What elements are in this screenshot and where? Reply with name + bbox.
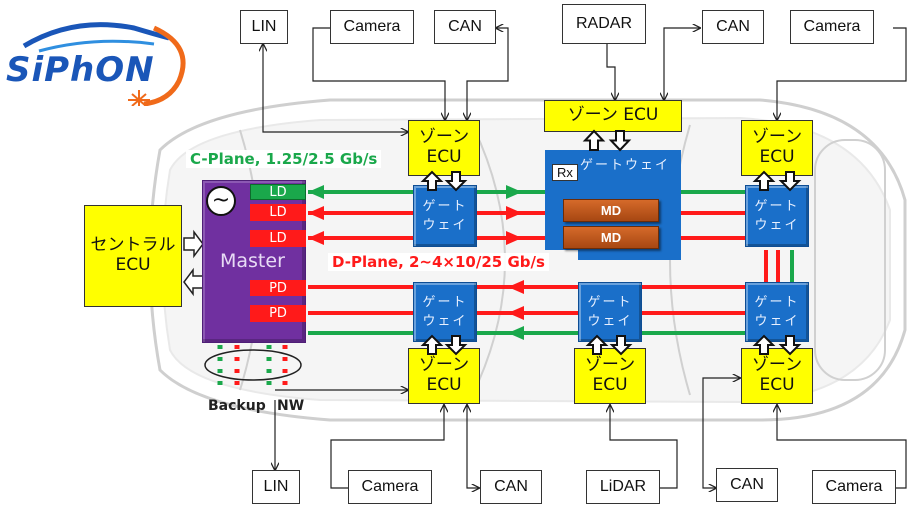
gateway-line2: ウェイ [754, 218, 800, 233]
bottom-lin-box: LIN [252, 470, 300, 504]
ld-tag-3: LD [250, 230, 306, 247]
zone-ecu-top-center[interactable]: ゾーン ECU [544, 100, 682, 132]
bottom-camera-left-box: Camera [348, 470, 432, 504]
bottom-lidar-box: LiDAR [586, 470, 660, 504]
zone-ecu-single-line: ゾーン ECU [567, 105, 659, 126]
arrow-down-icon [444, 171, 468, 192]
oscillator-icon: ~ [206, 186, 236, 216]
arrow-left-icon [183, 267, 204, 297]
logo-text: SiPhON [6, 50, 155, 90]
c-plane-label: C-Plane, 1.25/2.5 Gb/s [186, 150, 382, 168]
zone-ecu-line1: ゾーン [418, 355, 470, 376]
arrow-down-icon [778, 171, 802, 192]
c-plane-arrow-icon [506, 185, 522, 199]
top-radar-box: RADAR [562, 4, 646, 44]
top-can-left-box: CAN [434, 10, 496, 44]
gateway-top-right[interactable]: ゲート ウェイ [745, 185, 809, 247]
gateway-top-left[interactable]: ゲート ウェイ [413, 185, 477, 247]
zone-ecu-top-right[interactable]: ゾーン ECU [741, 120, 813, 176]
ld-tag-1: LD [250, 184, 306, 200]
arrow-up-icon [582, 129, 606, 151]
arrow-down-icon [778, 335, 802, 356]
gateway-bottom-right[interactable]: ゲート ウェイ [745, 282, 809, 342]
arrow-up-icon [585, 334, 609, 355]
zone-ecu-line1: ゾーン [751, 127, 803, 148]
gateway-line1: ゲート [587, 294, 633, 310]
gateway-bottom-center[interactable]: ゲート ウェイ [578, 282, 642, 342]
zone-ecu-line1: ゾーン [751, 355, 803, 376]
top-can-right-box: CAN [702, 10, 764, 44]
pd-tag-2: PD [250, 305, 306, 322]
d-plane-arrow-icon [506, 231, 522, 245]
d-plane-arrow-icon [308, 206, 324, 220]
d-plane-arrow-icon [508, 280, 524, 294]
nw-label: NW [277, 398, 305, 414]
d-plane-arrow-icon [506, 206, 522, 220]
bottom-camera-right-box: Camera [812, 470, 896, 504]
top-lin-box: LIN [240, 10, 288, 44]
zone-ecu-line1: ゾーン [418, 127, 470, 148]
zone-ecu-line2: ECU [759, 147, 795, 167]
backup-label: Backup [208, 398, 266, 414]
c-plane-arrow-icon [508, 326, 524, 340]
arrow-up-icon [752, 334, 776, 355]
zone-ecu-bottom-left[interactable]: ゾーン ECU [408, 348, 480, 404]
gateway-line2: ウェイ [754, 314, 800, 329]
rx-label: Rx [552, 164, 578, 181]
pd-tag-1: PD [250, 280, 306, 296]
arrow-down-icon [609, 335, 633, 356]
zone-ecu-line2: ECU [759, 375, 795, 395]
backup-nw-ellipse [204, 349, 302, 381]
d-plane-arrow-icon [308, 231, 324, 245]
d-plane-arrow-icon [508, 306, 524, 320]
arrow-right-icon [183, 229, 204, 259]
md-module-1: MD [563, 199, 659, 222]
gateway-line1: ゲート [754, 294, 800, 310]
arrow-up-icon [752, 170, 776, 191]
top-camera-right-box: Camera [790, 10, 874, 44]
zone-ecu-line1: ゾーン [584, 355, 636, 376]
master-label: Master [220, 250, 285, 272]
zone-ecu-bottom-right[interactable]: ゾーン ECU [741, 348, 813, 404]
bottom-can-right-box: CAN [716, 468, 778, 502]
zone-ecu-top-left[interactable]: ゾーン ECU [408, 120, 480, 176]
gateway-line2: ウェイ [587, 314, 633, 329]
central-ecu-line1: セントラル [90, 235, 176, 256]
gateway-line2: ウェイ [422, 218, 468, 233]
ld-tag-2: LD [250, 204, 306, 221]
logo-swoosh-icon [22, 22, 186, 106]
top-camera-left-box: Camera [330, 10, 414, 44]
central-gateway-label: ゲートウェイ [580, 158, 671, 173]
siphon-logo: SiPhON [4, 6, 194, 106]
gateway-bottom-left[interactable]: ゲート ウェイ [413, 282, 477, 342]
c-plane-arrow-icon [308, 185, 324, 199]
zone-ecu-line2: ECU [426, 375, 462, 395]
arrow-down-icon [444, 335, 468, 356]
zone-ecu-line2: ECU [426, 147, 462, 167]
zone-ecu-line2: ECU [592, 375, 628, 395]
gateway-line1: ゲート [422, 294, 468, 310]
zone-ecu-bottom-center[interactable]: ゾーン ECU [574, 348, 646, 404]
gateway-line2: ウェイ [422, 314, 468, 329]
gateway-line1: ゲート [422, 198, 468, 214]
md-module-2: MD [563, 226, 659, 249]
arrow-down-icon [608, 130, 632, 152]
arrow-up-icon [420, 170, 444, 191]
d-plane-label: D-Plane, 2~4×10/25 Gb/s [328, 253, 549, 271]
central-ecu[interactable]: セントラル ECU [84, 205, 182, 307]
central-ecu-line2: ECU [115, 255, 151, 275]
arrow-up-icon [420, 334, 444, 355]
gateway-line1: ゲート [754, 198, 800, 214]
bottom-can-left-box: CAN [480, 470, 542, 504]
